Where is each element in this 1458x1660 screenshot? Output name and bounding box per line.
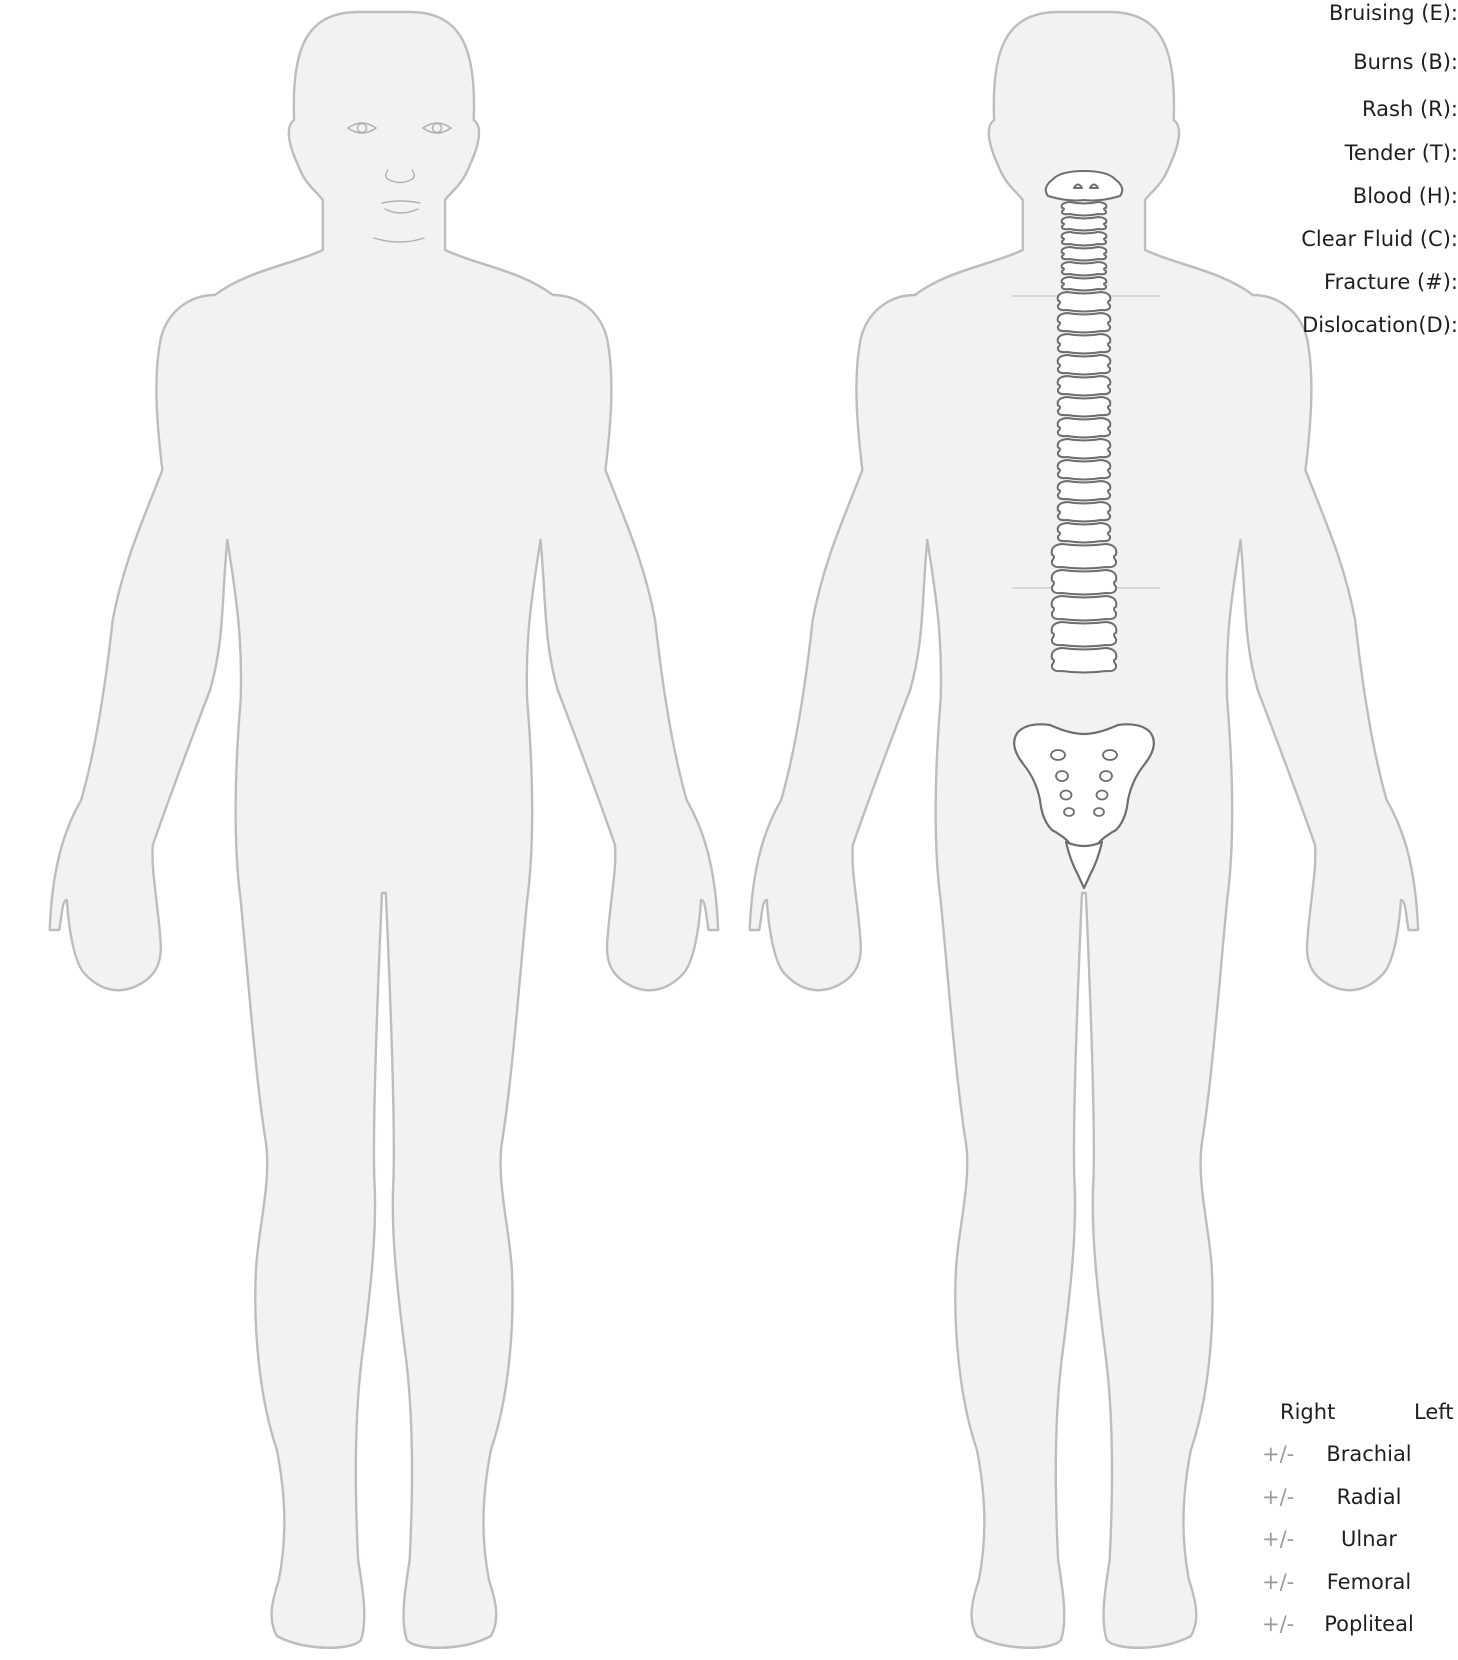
vertebra xyxy=(1052,544,1117,569)
pulse-name: Femoral xyxy=(1324,1570,1414,1594)
right-pulse-marker[interactable]: +/- xyxy=(1262,1612,1294,1636)
vertebra xyxy=(1058,292,1111,312)
pulse-row-popliteal[interactable]: +/- Popliteal xyxy=(1262,1612,1458,1642)
atlas-vertebra xyxy=(1046,171,1123,201)
legend-fracture: Fracture (#): xyxy=(1324,269,1458,295)
vertebra xyxy=(1058,481,1111,501)
vertebra xyxy=(1058,313,1111,333)
vertebra xyxy=(1052,570,1117,595)
right-pulse-marker[interactable]: +/- xyxy=(1262,1570,1294,1594)
vertebra xyxy=(1062,217,1107,231)
vertebra xyxy=(1058,397,1111,417)
right-pulse-marker[interactable]: +/- xyxy=(1262,1527,1294,1551)
vertebra xyxy=(1062,247,1107,261)
vertebra xyxy=(1052,596,1117,621)
legend-rash: Rash (R): xyxy=(1362,96,1458,122)
vertebra xyxy=(1058,523,1111,543)
pulse-row-femoral[interactable]: +/- Femoral xyxy=(1262,1570,1458,1600)
pulse-row-brachial[interactable]: +/- Brachial xyxy=(1262,1442,1458,1472)
pulse-row-radial[interactable]: +/- Radial xyxy=(1262,1485,1458,1515)
pulse-header-left: Left xyxy=(1414,1400,1454,1424)
vertebra xyxy=(1058,355,1111,375)
vertebra xyxy=(1052,622,1117,647)
pulse-name: Ulnar xyxy=(1324,1527,1414,1551)
legend-tender: Tender (T): xyxy=(1345,140,1458,166)
pulse-name: Brachial xyxy=(1324,1442,1414,1466)
vertebra xyxy=(1058,439,1111,459)
vertebra xyxy=(1058,460,1111,480)
vertebra xyxy=(1062,262,1107,276)
legend-burns: Burns (B): xyxy=(1353,49,1458,75)
vertebra xyxy=(1058,376,1111,396)
legend-blood: Blood (H): xyxy=(1353,183,1458,209)
vertebra xyxy=(1062,232,1107,246)
vertebra xyxy=(1062,202,1107,216)
right-pulse-marker[interactable]: +/- xyxy=(1262,1485,1294,1509)
pulse-row-ulnar[interactable]: +/- Ulnar xyxy=(1262,1527,1458,1557)
right-pulse-marker[interactable]: +/- xyxy=(1262,1442,1294,1466)
legend-clear-fluid: Clear Fluid (C): xyxy=(1301,226,1458,252)
vertebra xyxy=(1058,334,1111,354)
vertebra xyxy=(1052,648,1117,673)
pulse-header-right: Right xyxy=(1280,1400,1335,1424)
pulse-name: Radial xyxy=(1324,1485,1414,1509)
legend-bruising: Bruising (E): xyxy=(1329,0,1458,26)
front-body-figure[interactable] xyxy=(50,12,719,1648)
legend-dislocation: Dislocation(D): xyxy=(1302,312,1458,338)
vertebra xyxy=(1058,418,1111,438)
vertebra xyxy=(1062,277,1107,291)
pulse-name: Popliteal xyxy=(1324,1612,1414,1636)
vertebra xyxy=(1058,502,1111,522)
